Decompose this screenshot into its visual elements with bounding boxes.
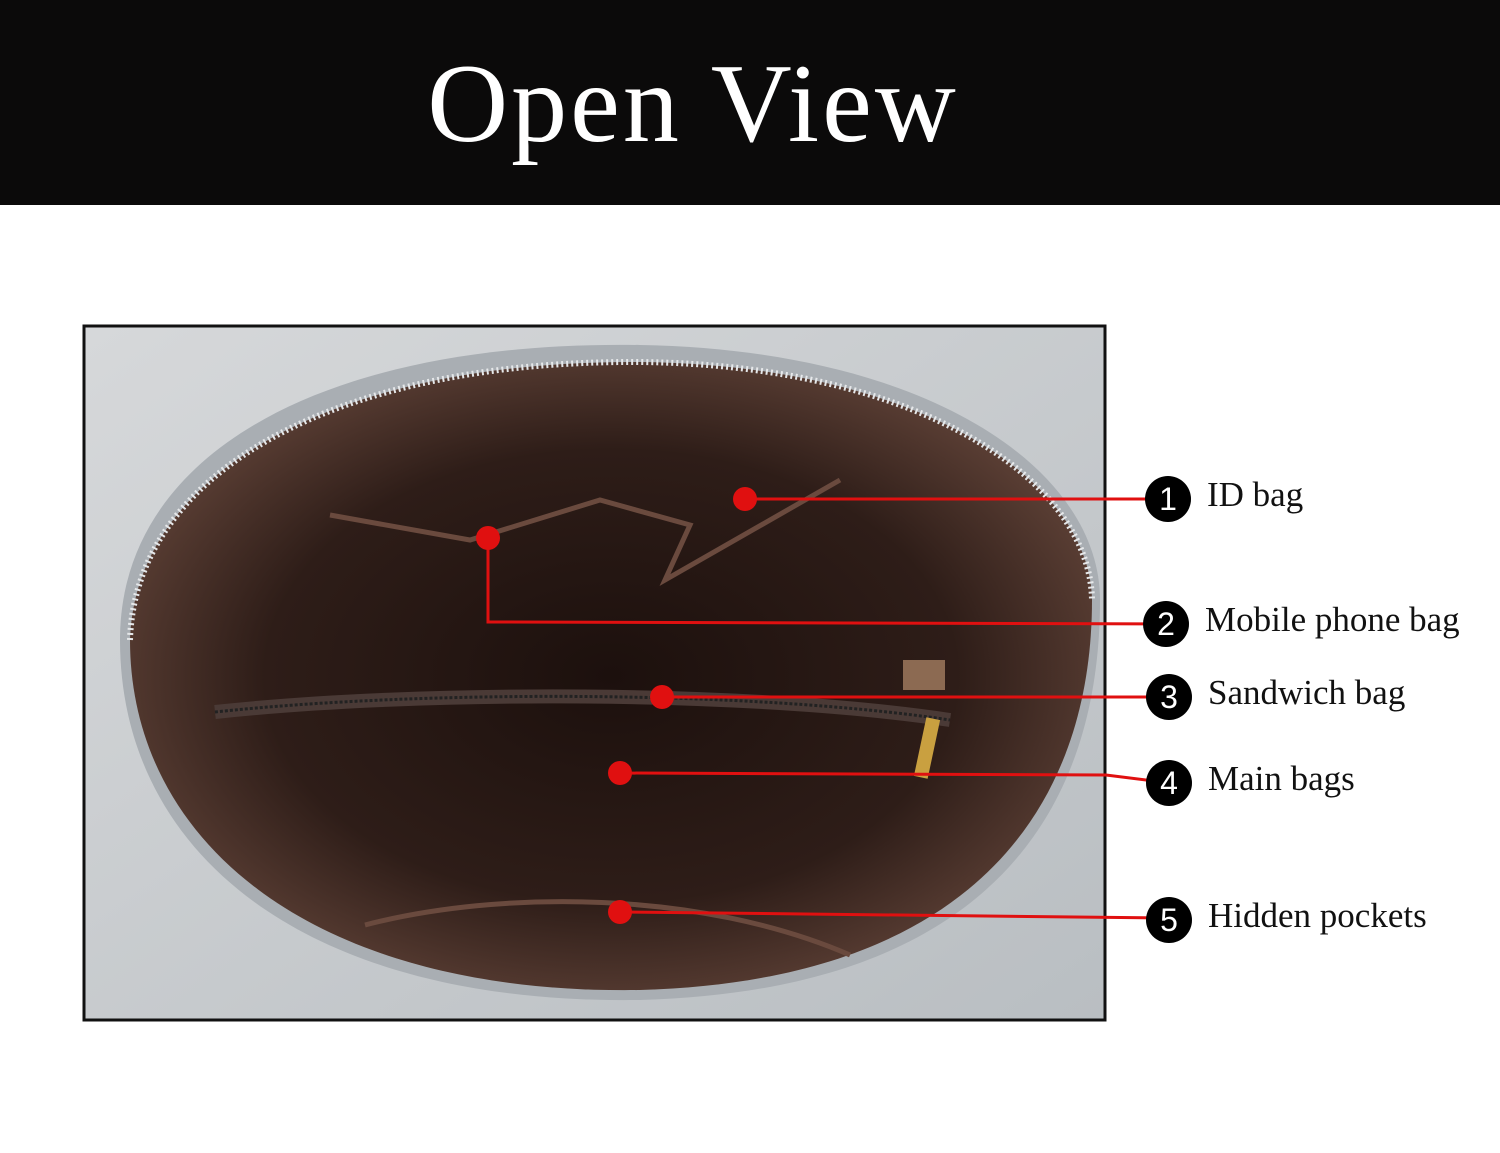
callout-label: Hidden pockets <box>1208 896 1427 935</box>
callout-number-badge: 2 <box>1143 601 1189 647</box>
callout-dot-5 <box>608 900 632 924</box>
callout-label: Sandwich bag <box>1208 673 1406 712</box>
callout-line-2 <box>486 538 1171 626</box>
callout-dot-3 <box>650 685 674 709</box>
page-title: Open View <box>427 42 959 166</box>
callout-line-5 <box>619 910 1171 920</box>
callout-number-badge: 4 <box>1146 760 1192 806</box>
callout-label: Main bags <box>1208 759 1355 798</box>
product-photo-frame <box>82 324 1107 1022</box>
callout-number-badge: 5 <box>1146 897 1192 943</box>
callout-dot-4 <box>608 761 632 785</box>
callout-dot-2 <box>476 526 500 550</box>
callout-dot-1 <box>733 487 757 511</box>
title-banner <box>0 0 1500 205</box>
callout-number-badge: 3 <box>1146 674 1192 720</box>
callout-number-badge: 1 <box>1145 476 1191 522</box>
callout-label: ID bag <box>1207 475 1304 514</box>
callout-label: Mobile phone bag <box>1205 600 1460 639</box>
